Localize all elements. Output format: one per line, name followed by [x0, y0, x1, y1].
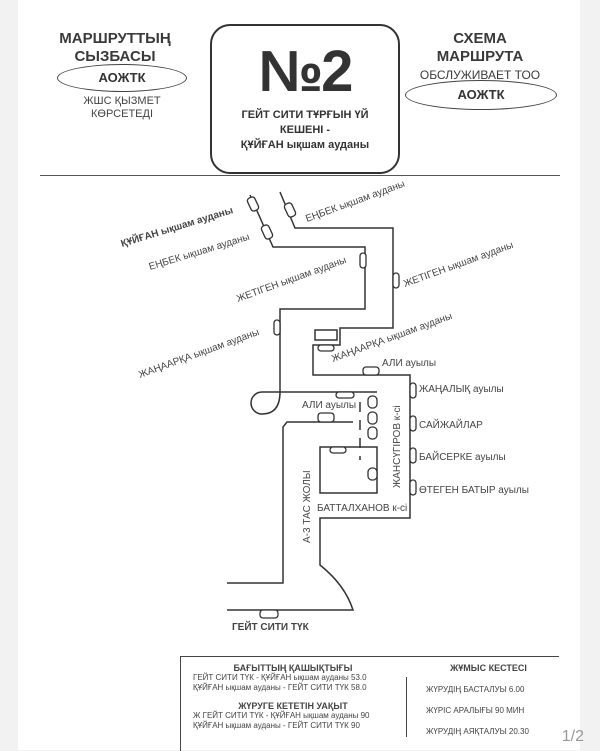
label-zhanalyk: ЖАҢАЛЫҚ ауылы [419, 384, 504, 395]
header-right: СХЕМА МАРШРУТА ОБСЛУЖИВАЕТ ТОО [400, 30, 560, 84]
label-zhetigen-left: ЖЕТІГЕН ықшам ауданы [235, 255, 348, 305]
operator-note-right: ОБСЛУЖИВАЕТ ТОО [419, 68, 541, 82]
route-number-box: №2 ГЕЙТ СИТИ ТҰРҒЫН ҮЙ КЕШЕНІ - ҚҰЙҒАН ы… [210, 24, 400, 174]
title-ru-line2: МАРШРУТА [436, 48, 524, 65]
label-zhanaarka-left: ЖАҢААРҚА ықшам ауданы [137, 327, 261, 381]
route-number: №2 [258, 39, 354, 104]
route-map: ҚҰЙҒАН ықшам ауданы ЕҢБЕК ықшам ауданы Е… [119, 179, 529, 633]
travel-time-back: ҚҰЙҒАН ықшам ауданы - ГЕЙТ СИТИ ТҮК 90 [193, 721, 360, 730]
label-enbek-left: ЕҢБЕК ықшам ауданы [148, 232, 251, 273]
route-info-panel: БАҒЫТТЫҢ ҚАШЫҚТЫҒЫ ГЕЙТ СИТИ ТҮК - ҚҰЙҒА… [180, 656, 559, 751]
operator-name: АОЖТК [98, 70, 146, 85]
title-ru-line1: СХЕМА [453, 30, 507, 47]
label-baiserke: БАЙСЕРКЕ ауылы [419, 450, 506, 463]
schedule-end: ЖҮРУДІҢ АЯҚТАЛУЫ 20.30 [426, 727, 529, 736]
document-page [18, 0, 580, 750]
schedule-start: ЖҮРУДІҢ БАСТАЛУЫ 6.00 [426, 685, 525, 694]
operator-ellipse-right: АОЖТК [405, 80, 557, 110]
header-left: МАРШРУТТЫҢ СЫЗБАСЫ [40, 30, 190, 66]
note-line: КӨРСЕТЕДІ [90, 108, 154, 120]
operator-ellipse-left: АОЖТК [57, 64, 187, 92]
label-enbek-right: ЕҢБЕК ықшам ауданы [304, 179, 406, 225]
label-otegen: ӨТЕГЕН БАТЫР ауылы [419, 485, 529, 496]
header-divider [40, 175, 560, 176]
title-kk-line1: МАРШРУТТЫҢ [59, 30, 171, 47]
operator-name: АОЖТК [457, 87, 505, 102]
note-line: ЖШС ҚЫЗМЕТ [83, 95, 161, 107]
title-kk-line2: СЫЗБАСЫ [74, 48, 156, 65]
label-zhetigen-right: ЖЕТІГЕН ықшам ауданы [402, 240, 515, 290]
label-saizhailar: САЙЖАЙЛАР [419, 418, 483, 431]
distance-title: БАҒЫТТЫҢ ҚАШЫҚТЫҒЫ [233, 663, 353, 673]
distance-forward: ГЕЙТ СИТИ ТҮК - ҚҰЙҒАН ықшам ауданы 53.0 [193, 673, 367, 682]
label-a3-highway: А-3 ТАС ЖОЛЫ [302, 470, 313, 543]
label-ali-inner: АЛИ ауылы [302, 400, 356, 411]
schedule-title: ЖҰМЫС КЕСТЕСІ [450, 663, 527, 673]
label-zhansugirov: ЖАНСҮГІРОВ к-сі [392, 405, 403, 488]
label-ali-top: АЛИ ауылы [382, 358, 436, 369]
operator-note-left: ЖШС ҚЫЗМЕТ КӨРСЕТЕДІ [60, 95, 184, 121]
route-title-line: КЕШЕНІ - [279, 124, 331, 136]
schedule-interval: ЖҮРІС АРАЛЫҒЫ 90 МИН [426, 706, 525, 715]
travel-time-title: ЖҮРУГЕ КЕТЕТІН УАҚЫТ [238, 701, 348, 711]
route-title-line: ГЕЙТ СИТИ ТҰРҒЫН ҮЙ [241, 109, 369, 121]
route-title-line: ҚҰЙҒАН ықшам ауданы [240, 139, 370, 151]
page-indicator: 1/2 [561, 728, 584, 745]
label-gate-city: ГЕЙТ СИТИ ТҮК [232, 620, 310, 633]
travel-time-forward: Ж ГЕЙТ СИТИ ТҮК - ҚҰЙҒАН ықшам ауданы 90 [193, 711, 370, 720]
label-zhanaarka-right: ЖАҢААРҚА ықшам ауданы [330, 311, 454, 365]
bus-stops [246, 196, 417, 619]
label-battalkhanov: БАТТАЛХАНОВ к-сі [317, 503, 407, 514]
panel-divider [406, 677, 407, 737]
distance-back: ҚҰЙҒАН ықшам ауданы - ГЕЙТ СИТИ ТҮК 58.0 [193, 683, 367, 692]
